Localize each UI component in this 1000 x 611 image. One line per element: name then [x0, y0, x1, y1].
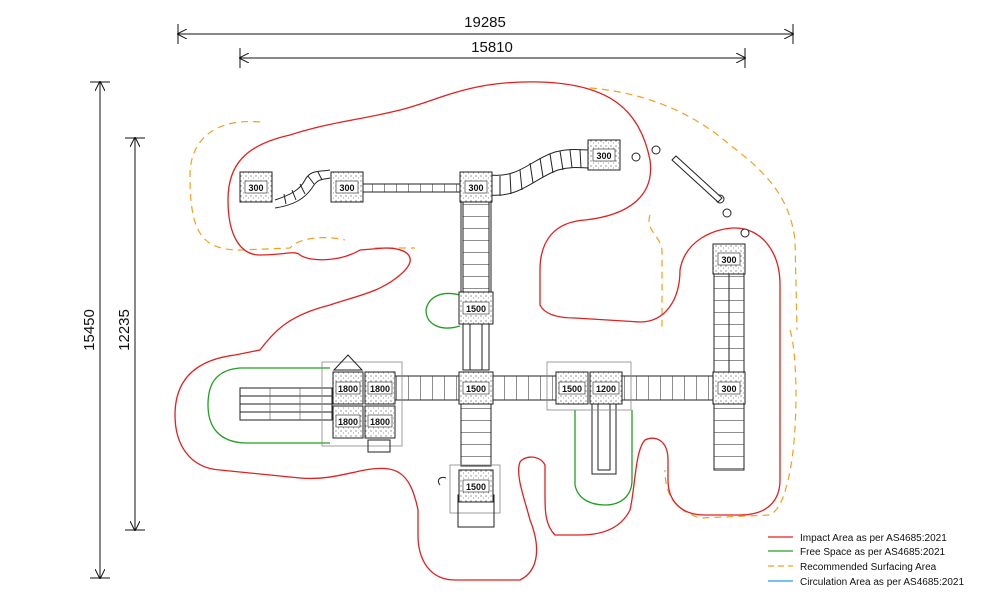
legend-item-surfacing: Recommended Surfacing Area [768, 562, 937, 573]
platform-p2: 300 [330, 171, 364, 203]
small-slide [591, 399, 617, 475]
platform-p5: 300 [712, 243, 746, 275]
overall-width-label: 19285 [464, 14, 506, 31]
legend-label: Recommended Surfacing Area [800, 562, 937, 573]
legend-label: Impact Area as per AS4685:2021 [800, 533, 947, 544]
platform-p15: 1500 [458, 469, 494, 503]
platform-p8: 1800 [364, 371, 396, 405]
platform-p3: 300 [459, 171, 493, 203]
legend-item-circulation: Circulation Area as per AS4685:2021 [768, 577, 964, 588]
platform-p1: 300 [239, 171, 273, 203]
dimension-equipment-width: 15810 [240, 39, 745, 68]
vertical-walkway-lower [460, 401, 492, 467]
dimension-overall-width: 19285 [178, 14, 793, 44]
platform-p12: 1500 [555, 371, 589, 405]
overall-depth-label: 15450 [81, 309, 98, 351]
top-chain-bridge [361, 183, 461, 193]
legend-label: Circulation Area as per AS4685:2021 [800, 577, 964, 588]
curved-top-bridge [489, 149, 591, 196]
platform-p6: 1500 [458, 291, 494, 325]
equipment-width-label: 15810 [471, 39, 513, 56]
platform-label: 1500 [562, 384, 582, 394]
platform-p11: 1500 [458, 371, 494, 405]
platform-label: 1500 [466, 482, 486, 492]
platform-label: 1800 [370, 417, 390, 427]
platform-label: 1200 [596, 384, 616, 394]
impact-area-outline [174, 81, 781, 581]
dimension-equipment-depth: 12235 [116, 138, 145, 530]
legend: Impact Area as per AS4685:2021 Free Spac… [768, 533, 964, 588]
platform-label: 300 [468, 183, 483, 193]
platform-p4: 300 [587, 139, 621, 171]
legend-label: Free Space as per AS4685:2021 [800, 547, 946, 558]
vertical-walkway-upper [460, 197, 492, 293]
platform-label: 1800 [370, 384, 390, 394]
platform-p13: 1200 [589, 371, 623, 405]
dimension-overall-depth: 15450 [81, 82, 110, 578]
free-space-outline [207, 292, 633, 506]
legend-item-impact: Impact Area as per AS4685:2021 [768, 533, 947, 544]
platform-p9: 1800 [332, 405, 364, 439]
platform-p7: 1800 [332, 371, 364, 405]
vertical-walkway-mid [462, 321, 490, 371]
wide-slide [239, 387, 333, 421]
platform-label: 300 [596, 151, 611, 161]
top-left-steps [274, 169, 331, 209]
equipment-depth-label: 12235 [116, 309, 133, 351]
platform-label: 300 [339, 183, 354, 193]
platform-label: 1800 [338, 384, 358, 394]
legend-item-free-space: Free Space as per AS4685:2021 [768, 547, 946, 558]
platform-p10: 1800 [364, 405, 396, 439]
platform-p14: 300 [712, 371, 746, 405]
platform-label: 1800 [338, 417, 358, 427]
balance-beam [671, 155, 723, 203]
horizontal-walkway [394, 375, 716, 401]
platform-label: 1500 [466, 304, 486, 314]
tower-outlines [321, 361, 632, 514]
platform-label: 300 [721, 255, 736, 265]
right-walkway [713, 273, 745, 471]
platform-label: 300 [248, 183, 263, 193]
platform-label: 1500 [466, 384, 486, 394]
platform-label: 300 [721, 384, 736, 394]
